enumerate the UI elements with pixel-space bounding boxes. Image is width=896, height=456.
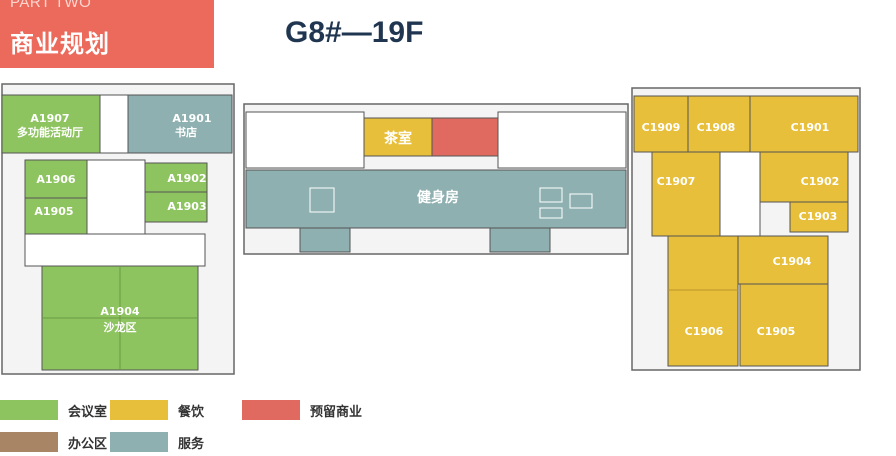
- core-a-top: [99, 94, 129, 154]
- equipment-mark: [309, 187, 335, 213]
- label-a1904-code: A1904: [100, 305, 139, 318]
- legend-label: 会议室: [68, 404, 108, 420]
- building-center: [243, 103, 629, 255]
- room-c1902: [759, 151, 849, 203]
- corridor-a: [24, 233, 206, 267]
- label-c1906: C1906: [685, 325, 724, 338]
- room-c1909: [633, 95, 689, 153]
- label-a1902: A1902: [167, 172, 206, 185]
- legend-item: 会议室: [0, 400, 107, 420]
- legend-label: 服务: [178, 436, 205, 452]
- label-c1901: C1901: [791, 121, 830, 134]
- legend-item: 服务: [110, 432, 204, 452]
- legend-swatch: [242, 400, 300, 420]
- room-gym-extension: [489, 227, 551, 253]
- legend-label: 办公区: [68, 436, 108, 452]
- section-title: 商业规划: [10, 31, 110, 58]
- part-label: PART TWO: [10, 0, 92, 11]
- room-a1905: [24, 197, 88, 235]
- label-c1904: C1904: [773, 255, 812, 268]
- room-gym-extension: [299, 227, 351, 253]
- equipment-mark: [539, 207, 563, 219]
- room-a1902: [144, 162, 208, 193]
- label-a1901-code: A1901: [172, 112, 211, 125]
- legend-swatch: [110, 400, 168, 420]
- label-a1904-name: 沙龙区: [104, 320, 137, 334]
- room-c1904: [737, 235, 829, 285]
- core-c: [719, 151, 761, 237]
- legend-item: 办公区: [0, 432, 107, 452]
- building-c: [631, 87, 861, 371]
- label-a1901-name: 书店: [175, 125, 197, 139]
- label-a1907-code: A1907: [30, 112, 69, 125]
- label-c1907: C1907: [657, 175, 696, 188]
- legend-item: 餐饮: [110, 400, 204, 420]
- core-a-center: [86, 159, 146, 235]
- room-c1905: [739, 283, 829, 367]
- room-c1907: [651, 151, 721, 237]
- room-tea: [363, 117, 433, 157]
- room-c1901: [749, 95, 859, 153]
- label-tea: 茶室: [383, 130, 412, 147]
- label-c1905: C1905: [757, 325, 796, 338]
- label-c1908: C1908: [697, 121, 736, 134]
- building-a: [1, 83, 235, 375]
- legend-swatch: [0, 400, 58, 420]
- room-gym: [245, 169, 627, 229]
- legend-label: 预留商业: [310, 404, 363, 420]
- legend-item: 预留商业: [242, 400, 362, 420]
- room-reserved-retail: [431, 117, 499, 157]
- room-c1903: [789, 201, 849, 233]
- room-a1907: [1, 94, 101, 154]
- label-a1907-name: 多功能活动厅: [17, 125, 83, 139]
- label-c1903: C1903: [799, 210, 838, 223]
- legend-swatch: [110, 432, 168, 452]
- label-a1903: A1903: [167, 200, 206, 213]
- floor-title: G8#—19F: [285, 16, 424, 49]
- service-rooms-left: [245, 111, 365, 169]
- room-a1901: [127, 94, 233, 154]
- room-a1903: [144, 191, 208, 223]
- equipment-mark: [569, 193, 593, 209]
- service-rooms-right: [497, 111, 627, 169]
- section-banner: PART TWO 商业规划: [0, 0, 214, 68]
- label-c1902: C1902: [801, 175, 840, 188]
- room-c1906-upper: [667, 235, 739, 367]
- legend-label: 餐饮: [178, 404, 205, 420]
- label-gym: 健身房: [417, 189, 459, 206]
- legend-swatch: [0, 432, 58, 452]
- label-c1909: C1909: [642, 121, 681, 134]
- label-a1906: A1906: [36, 173, 75, 186]
- equipment-mark: [539, 187, 563, 203]
- room-c1908: [687, 95, 751, 153]
- label-a1905: A1905: [34, 205, 73, 218]
- room-labels: A1907 多功能活动厅 A1901 书店 A1906 A1905 A1902 …: [17, 112, 839, 338]
